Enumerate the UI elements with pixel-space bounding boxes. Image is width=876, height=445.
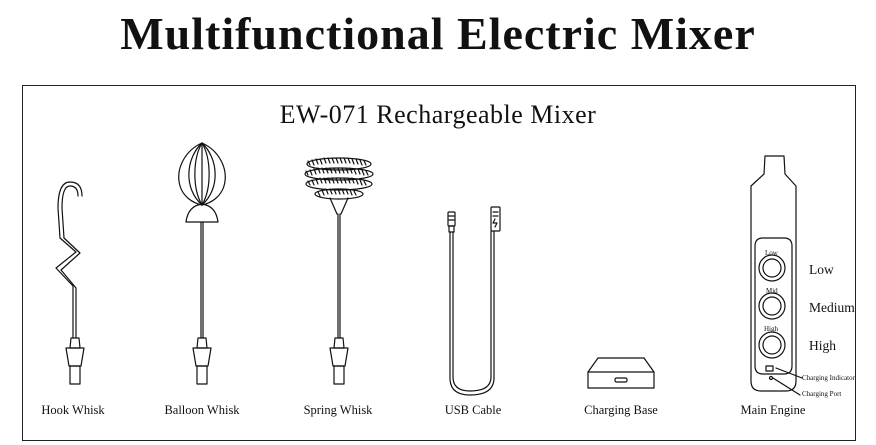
button-label-mid: Mid [766,287,778,295]
caption-spring-whisk: Spring Whisk [303,403,373,417]
charging-port-label: Charging Port [802,390,842,398]
hook-whisk-illustration [55,181,85,385]
main-title: Multifunctional Electric Mixer [120,8,756,59]
balloon-whisk-illustration [178,142,226,385]
diagram-frame [22,85,856,441]
button-label-high: High [764,325,778,333]
spring-whisk-illustration [304,157,374,385]
speed-label-low: Low [809,262,834,277]
caption-usb-cable: USB Cable [444,403,502,417]
caption-main-engine: Main Engine [740,403,806,417]
speed-label-medium: Medium [809,300,855,315]
caption-charging-base: Charging Base [584,403,658,417]
charging-base-illustration [587,357,655,389]
usb-cable-illustration [447,206,501,396]
main-engine-illustration [750,155,803,396]
diagram-subtitle: EW-071 Rechargeable Mixer [279,100,597,129]
caption-hook-whisk: Hook Whisk [41,403,105,417]
caption-balloon-whisk: Balloon Whisk [164,403,240,417]
button-label-low: Low [765,249,778,257]
speed-label-high: High [809,338,836,353]
charging-indicator-label: Charging Indicator [802,374,855,382]
